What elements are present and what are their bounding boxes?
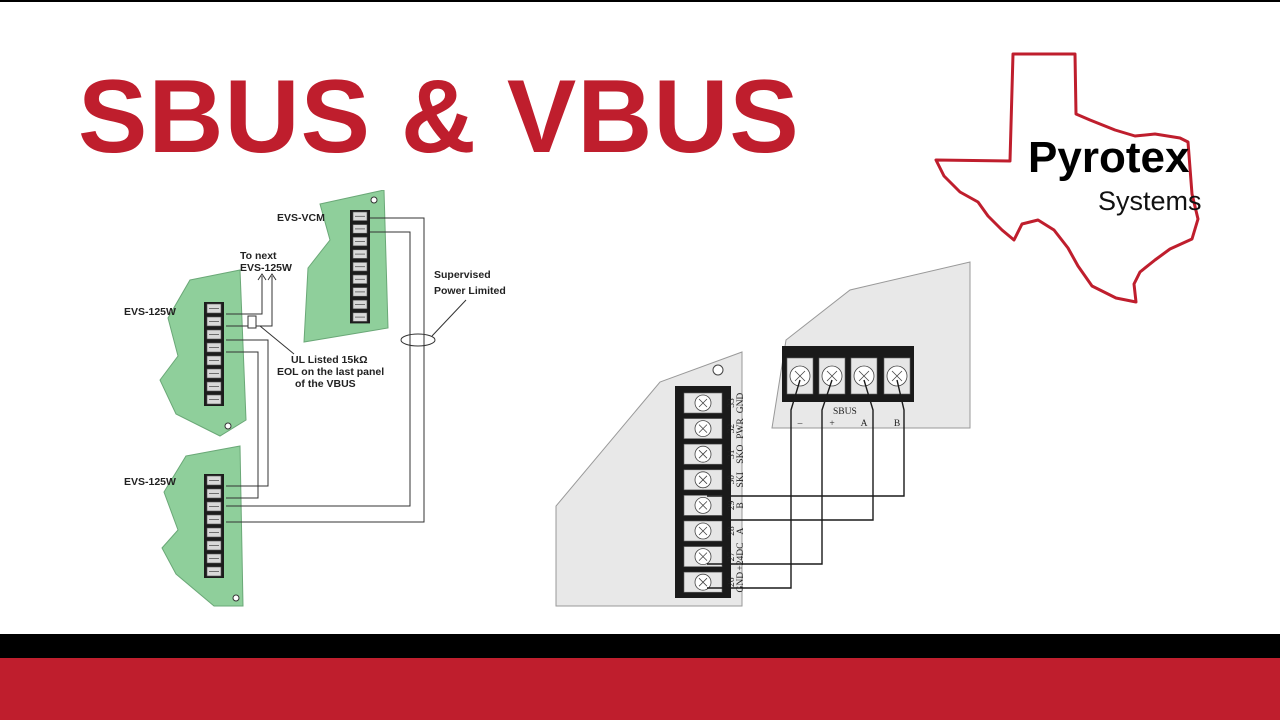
sbus-terminal-label: – (797, 419, 803, 429)
top-rule (0, 0, 1280, 2)
terminal-number: 26 (727, 577, 737, 587)
supervised-label-line1: Supervised (434, 269, 491, 281)
terminal-number: 32 (727, 424, 737, 434)
eol-label-line3: of the VBUS (295, 378, 356, 390)
sbus-wires (707, 379, 905, 589)
footer-black-band (0, 634, 1280, 658)
terminal-name: GND (736, 572, 746, 593)
bottom-terminal-block (204, 474, 224, 578)
terminal-number: 31 (727, 449, 737, 459)
next-label-line1: To next (240, 250, 277, 262)
logo-subtitle: Systems (1098, 186, 1202, 216)
screw-cross (698, 424, 708, 433)
mount-hole (712, 364, 724, 376)
next-label-line2: EVS-125W (240, 262, 292, 274)
terminal-strip (204, 474, 224, 578)
panel-screws (683, 392, 723, 593)
footer-red-band (0, 658, 1280, 720)
sbus-terminal-label: + (829, 419, 834, 429)
eol-label-line2: EOL on the last panel (277, 366, 384, 378)
vbus-wires (226, 217, 467, 523)
terminal-number: 27 (727, 552, 737, 562)
top-panel-label: EVS-125W (124, 306, 176, 318)
screw-cross (698, 398, 708, 408)
terminal-name: A (736, 527, 746, 534)
terminal-number: 29 (727, 500, 737, 510)
sbus-label: SBUS (833, 407, 857, 417)
screw-cross (698, 501, 708, 510)
supervised-label-line2: Power Limited (434, 285, 506, 297)
mount-hole (224, 422, 232, 430)
top-terminal-block (204, 302, 224, 406)
sbus-terminal-label: A (861, 419, 868, 429)
sbus-terminal-labels: – + A B (797, 419, 901, 429)
screw-cross (698, 552, 708, 561)
terminal-name: SKI (736, 472, 746, 487)
screw-cross (698, 526, 708, 536)
eol-label-line1: UL Listed 15kΩ (291, 354, 368, 366)
screw-cross (858, 370, 870, 382)
logo-name: Pyrotex (1028, 133, 1190, 182)
bottom-panel-label: EVS-125W (124, 476, 176, 488)
terminal-number: 30 (727, 475, 737, 485)
wiring-diagram: EVS-VCM EVS-125W EVS-125W To next EVS-12… (124, 190, 971, 607)
terminal-number: 28 (727, 526, 737, 536)
page-title: SBUS & VBUS (78, 59, 800, 175)
screw-cross (698, 475, 708, 485)
screw-cross (698, 577, 708, 587)
terminal-name: GND (736, 393, 746, 414)
screw-cross (794, 370, 806, 382)
terminal-name: PWR (736, 418, 746, 439)
vbus-diagram: EVS-VCM EVS-125W EVS-125W To next EVS-12… (124, 190, 506, 607)
mount-hole (232, 594, 240, 602)
terminal-name: +24DC (736, 543, 746, 571)
sbus-screws (786, 357, 911, 395)
terminal-name: SKO (736, 445, 746, 464)
vcm-terminal-block (350, 210, 370, 324)
screw-cross (698, 449, 708, 459)
evs-125w-board-top (159, 269, 247, 437)
terminal-strip (204, 302, 224, 406)
texas-outline-icon (934, 52, 1200, 304)
eol-resistor (247, 315, 257, 329)
terminal-name: B (736, 502, 746, 508)
vcm-label: EVS-VCM (277, 212, 325, 224)
terminal-number: 33 (727, 398, 737, 408)
screw-cross (891, 370, 903, 382)
pyrotex-logo: Pyrotex Systems (934, 52, 1202, 304)
sbus-terminal-label: B (894, 419, 900, 429)
screw-cross (826, 370, 838, 382)
mount-hole (370, 196, 378, 204)
evs-125w-board-bottom (161, 445, 244, 607)
